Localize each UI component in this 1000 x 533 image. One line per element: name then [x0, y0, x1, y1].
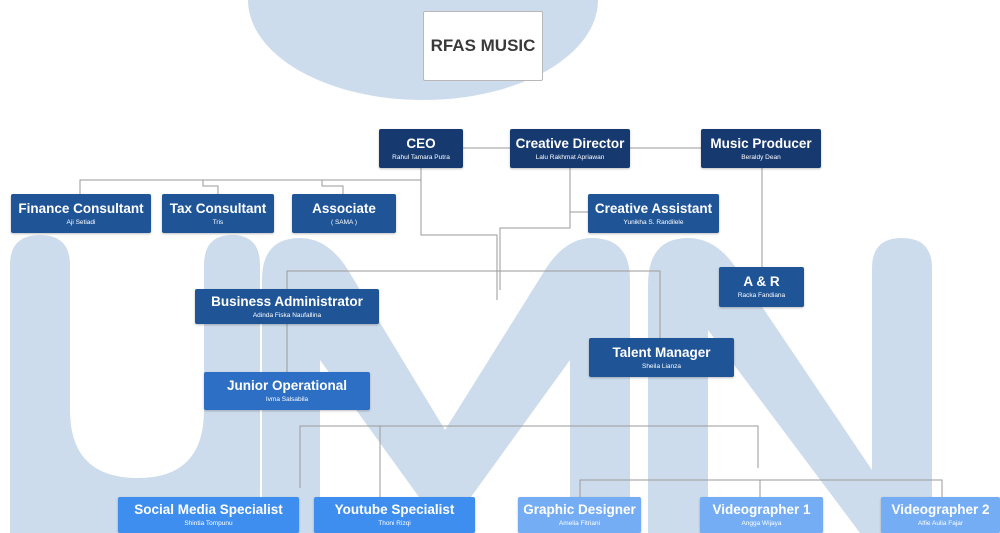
watermark-letter-n: [648, 238, 932, 533]
node-youtube-specialist: Youtube Specialist Thoni Rizqi: [314, 497, 475, 533]
node-name: Shintia Tompunu: [184, 520, 233, 527]
node-name: ( SAMA ): [330, 218, 357, 226]
connector-ceo-consultants: [79, 168, 422, 194]
node-junior-operational: Junior Operational Ivma Salsabila: [204, 372, 370, 410]
company-name: RFAS MUSIC: [430, 36, 536, 55]
node-title: Social Media Specialist: [134, 502, 283, 517]
node-a-and-r: A & R Racka Fandiana: [719, 267, 804, 307]
node-title: Finance Consultant: [18, 200, 144, 216]
node-name: Yunikha S. Randilele: [623, 218, 684, 226]
node-title: Associate: [312, 200, 376, 216]
node-social-media-specialist: Social Media Specialist Shintia Tompunu: [118, 497, 299, 533]
node-talent-manager: Talent Manager Sheila Lianza: [589, 338, 734, 377]
node-title: Business Administrator: [211, 293, 363, 309]
node-title: Videographer 1: [712, 502, 811, 517]
node-videographer-1: Videographer 1 Angga Wijaya: [700, 497, 823, 533]
node-name: Aji Setiadi: [66, 218, 96, 226]
node-name: Tris: [212, 218, 224, 226]
node-title: Creative Assistant: [594, 200, 713, 216]
node-ceo: CEO Rahul Tamara Putra: [379, 129, 463, 168]
node-creative-assistant: Creative Assistant Yunikha S. Randilele: [588, 194, 719, 233]
node-creative-director: Creative Director Lalu Rakhmat Apriawan: [510, 129, 630, 168]
node-name: Beraldy Dean: [741, 153, 781, 161]
node-graphic-designer: Graphic Designer Amelia Fitriani: [518, 497, 641, 533]
node-name: Racka Fandiana: [737, 292, 786, 299]
node-title: Music Producer: [710, 135, 812, 151]
node-business-administrator: Business Administrator Adinda Fiska Nauf…: [195, 289, 379, 324]
node-title: Graphic Designer: [523, 502, 636, 517]
node-title: Tax Consultant: [169, 200, 267, 216]
node-name: Angga Wijaya: [741, 520, 782, 527]
node-name: Sheila Lianza: [641, 362, 682, 370]
connector-creative-director: [499, 168, 588, 290]
node-associate: Associate ( SAMA ): [292, 194, 396, 233]
node-finance-consultant: Finance Consultant Aji Setiadi: [11, 194, 151, 233]
node-title: Creative Director: [515, 135, 625, 151]
node-videographer-2: Videographer 2 Alfie Aulia Fajar: [881, 497, 1000, 533]
node-title: Youtube Specialist: [334, 502, 455, 517]
node-name: Rahul Tamara Putra: [392, 153, 450, 161]
node-name: Ivma Salsabila: [265, 396, 309, 403]
connector-lines: [79, 147, 943, 498]
node-name: Adinda Fiska Naufallina: [252, 311, 322, 319]
connector-ceo-trunk: [420, 180, 498, 300]
node-title: A & R: [743, 274, 780, 289]
node-name: Alfie Aulia Fajar: [917, 520, 964, 527]
node-name: Thoni Rizqi: [378, 520, 411, 527]
company-title-box: RFAS MUSIC: [423, 11, 543, 81]
node-music-producer: Music Producer Beraldy Dean: [701, 129, 821, 168]
node-title: Videographer 2: [891, 502, 990, 517]
connector-bottom-left: [299, 425, 759, 498]
connector-business-talent: [286, 270, 661, 338]
node-title: CEO: [406, 135, 436, 151]
node-name: Lalu Rakhmat Apriawan: [535, 153, 605, 161]
node-tax-consultant: Tax Consultant Tris: [162, 194, 274, 233]
connector-bottom-right: [579, 479, 943, 498]
node-title: Junior Operational: [226, 378, 348, 393]
watermark-letter-u: [10, 235, 260, 533]
node-title: Talent Manager: [612, 344, 711, 360]
node-name: Amelia Fitriani: [558, 520, 601, 527]
